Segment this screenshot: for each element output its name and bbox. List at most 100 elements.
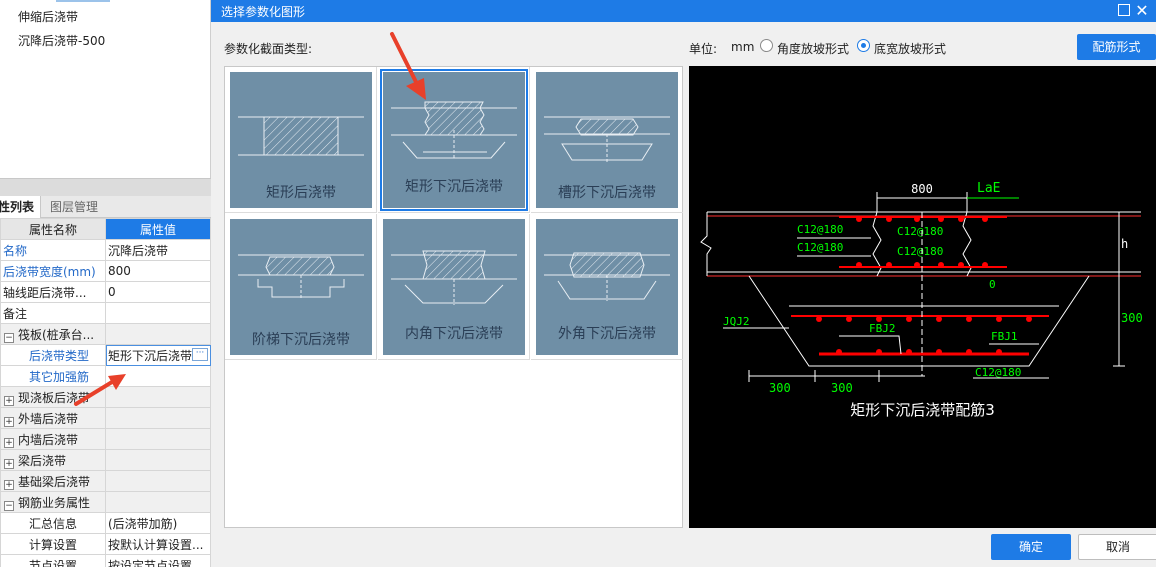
expand-icon[interactable]: + (4, 479, 14, 490)
select-parametric-shape-dialog: 选择参数化图形 ✕ 参数化截面类型: 单位: mm 角度放坡形式 底宽放坡形式 … (211, 0, 1156, 567)
rebar-label: FBJ1 (991, 330, 1018, 343)
shape-label: 矩形下沉后浇带 (405, 179, 503, 195)
post-pour-type-field[interactable]: 矩形下沉后浇带··· (105, 344, 211, 366)
prop-value[interactable]: (后浇带加筋) (105, 512, 211, 534)
rebar-label: C12@180 (797, 223, 843, 236)
prop-group[interactable]: +内墙后浇带 (0, 428, 106, 450)
rebar-label: FBJ2 (869, 322, 896, 335)
table-group-row[interactable]: +内墙后浇带 (0, 428, 211, 450)
rect-sunk-post-pour-band-icon: 矩形下沉后浇带 (380, 69, 528, 211)
rebar-label: C12@180 (897, 245, 943, 258)
rebar-preview-canvas: 800 LaE h 0 C12@180 C12@180 C12@180 C12@… (689, 66, 1156, 528)
rebar-label: JQJ2 (723, 315, 750, 328)
shape-option-selected[interactable]: 矩形下沉后浇带 (378, 67, 530, 213)
col-header-value: 属性值 (105, 218, 211, 240)
table-group-row[interactable]: −筏板(桩承台... (0, 323, 211, 345)
shape-label: 槽形下沉后浇带 (558, 185, 656, 201)
prop-value (105, 323, 211, 345)
trough-sunk-post-pour-band-icon: 槽形下沉后浇带 (536, 72, 678, 208)
prop-value[interactable]: 沉降后浇带 (105, 239, 211, 261)
collapse-icon[interactable]: − (4, 332, 14, 343)
table-row[interactable]: 后浇带宽度(mm) 800 (0, 260, 211, 282)
expand-icon[interactable]: + (4, 416, 14, 427)
panel-divider[interactable] (0, 178, 211, 196)
rebar-form-button[interactable]: 配筋形式 (1077, 34, 1156, 60)
cancel-button[interactable]: 取消 (1078, 534, 1156, 560)
shape-option[interactable]: 内角下沉后浇带 (378, 214, 530, 360)
ok-button[interactable]: 确定 (991, 534, 1071, 560)
table-row[interactable]: 节点设置 按设定节点设置... (0, 554, 211, 567)
expand-icon[interactable]: + (4, 437, 14, 448)
annotation-arrow-icon (390, 32, 426, 100)
dim-left: 300 (769, 381, 791, 395)
prop-name: 后浇带类型 (0, 344, 106, 366)
prop-group[interactable]: −钢筋业务属性 (0, 491, 106, 513)
left-tab-bar: 性列表 图层管理 (0, 196, 211, 218)
table-group-row[interactable]: + 外墙后浇带 (0, 407, 211, 429)
tree-item-settlement-band[interactable]: 沉降后浇带-500 (18, 34, 106, 48)
prop-group[interactable]: −筏板(桩承台... (0, 323, 106, 345)
table-row[interactable]: 汇总信息 (后浇带加筋) (0, 512, 211, 534)
prop-group-label: 筏板(桩承台... (18, 327, 95, 342)
prop-group-label: 现浇板后浇带 (18, 390, 91, 405)
ellipsis-button[interactable]: ··· (192, 348, 208, 361)
outer-corner-sunk-post-pour-band-icon: 外角下沉后浇带 (536, 219, 678, 355)
collapse-icon[interactable]: − (4, 500, 14, 511)
prop-group[interactable]: +梁后浇带 (0, 449, 106, 471)
prop-name: 节点设置 (0, 554, 106, 567)
shape-label: 阶梯下沉后浇带 (252, 332, 350, 348)
shape-option[interactable]: 矩形后浇带 (225, 67, 377, 213)
radio-angle-slope-label[interactable]: 角度放坡形式 (777, 42, 850, 56)
shape-option[interactable]: 阶梯下沉后浇带 (225, 214, 377, 360)
prop-value (105, 491, 211, 513)
prop-value (105, 428, 211, 450)
unit-value: mm (731, 40, 755, 54)
prop-value[interactable] (105, 302, 211, 324)
annotation-arrow-icon (74, 374, 126, 406)
prop-group[interactable]: +基础梁后浇带 (0, 470, 106, 492)
expand-icon[interactable]: + (4, 395, 14, 406)
radio-angle-slope[interactable] (760, 39, 773, 52)
tree-item-expansion-band[interactable]: 伸缩后浇带 (18, 10, 79, 24)
table-row[interactable]: 计算设置 按默认计算设置... (0, 533, 211, 555)
close-icon[interactable]: ✕ (1135, 1, 1149, 20)
tab-layer-management[interactable]: 图层管理 (50, 200, 99, 214)
radio-bottom-width-slope-label[interactable]: 底宽放坡形式 (874, 42, 947, 56)
table-group-row[interactable]: −钢筋业务属性 (0, 491, 211, 513)
table-row[interactable]: 后浇带类型 矩形下沉后浇带··· (0, 344, 211, 366)
prop-name: 其它加强筋 (0, 365, 106, 387)
dim-mid: 300 (831, 381, 853, 395)
table-row[interactable]: 备注 (0, 302, 211, 324)
dialog-titlebar[interactable]: 选择参数化图形 ✕ (211, 0, 1156, 22)
dialog-title: 选择参数化图形 (221, 5, 306, 19)
prop-group[interactable]: + 外墙后浇带 (0, 407, 106, 429)
dim-width: 800 (911, 182, 933, 196)
prop-value[interactable]: 按设定节点设置... (105, 554, 211, 567)
shape-option[interactable]: 外角下沉后浇带 (531, 214, 683, 360)
expand-icon[interactable]: + (4, 458, 14, 469)
shape-label: 矩形后浇带 (266, 185, 336, 201)
table-row[interactable]: 其它加强筋 (0, 365, 211, 387)
table-row[interactable]: 轴线距后浇带... 0 (0, 281, 211, 303)
rebar-label: C12@180 (797, 241, 843, 254)
left-panel: 伸缩后浇带 沉降后浇带-500 性列表 图层管理 属性名称 属性值 名称 沉降后… (0, 0, 211, 567)
prop-value[interactable]: 0 (105, 281, 211, 303)
inner-corner-sunk-post-pour-band-icon: 内角下沉后浇带 (383, 219, 525, 355)
prop-value (105, 449, 211, 471)
unit-label: 单位: (689, 42, 718, 56)
table-row[interactable]: 名称 沉降后浇带 (0, 239, 211, 261)
prop-value[interactable]: 800 (105, 260, 211, 282)
table-group-row[interactable]: +梁后浇带 (0, 449, 211, 471)
dim-h: h (1121, 237, 1128, 251)
tab-property-list[interactable]: 性列表 (0, 196, 42, 218)
shape-option[interactable]: 槽形下沉后浇带 (531, 67, 683, 213)
prop-name: 汇总信息 (0, 512, 106, 534)
rebar-label: C12@180 (897, 225, 943, 238)
prop-value (105, 470, 211, 492)
prop-group-label: 外墙后浇带 (18, 411, 79, 426)
table-group-row[interactable]: +基础梁后浇带 (0, 470, 211, 492)
restore-icon[interactable] (1118, 4, 1130, 16)
prop-value[interactable]: 按默认计算设置... (105, 533, 211, 555)
radio-bottom-width-slope[interactable] (857, 39, 870, 52)
shape-label: 内角下沉后浇带 (405, 326, 503, 342)
